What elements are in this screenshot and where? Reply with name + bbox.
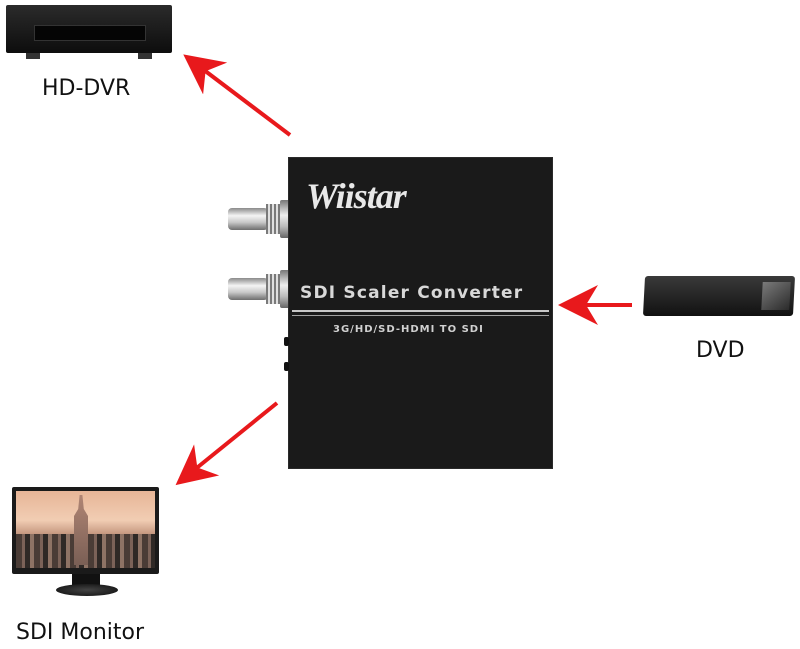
dvr-display-panel bbox=[34, 25, 146, 41]
hd-dvr-label: HD-DVR bbox=[42, 76, 131, 101]
arrow-to-hd-dvr bbox=[183, 54, 292, 137]
monitor-tower-image bbox=[74, 495, 88, 565]
dvr-foot bbox=[26, 53, 40, 59]
sdi-monitor-device bbox=[12, 487, 159, 574]
side-button bbox=[284, 337, 289, 346]
arrow-to-sdi-monitor bbox=[175, 401, 279, 486]
divider-line bbox=[292, 315, 549, 316]
sdi-scaler-converter: Wiistar SDI Scaler Converter 3G/HD/SD-HD… bbox=[284, 157, 553, 469]
monitor-stand-neck bbox=[72, 574, 100, 586]
hd-dvr-device bbox=[6, 5, 172, 59]
device-title: SDI Scaler Converter bbox=[300, 283, 524, 303]
divider-line bbox=[292, 310, 549, 312]
dvd-label: DVD bbox=[696, 338, 745, 363]
device-subtitle: 3G/HD/SD-HDMI TO SDI bbox=[333, 324, 484, 335]
brand-logo: Wiistar bbox=[306, 176, 407, 216]
sdi-monitor-label: SDI Monitor bbox=[16, 620, 145, 645]
monitor-stand-base bbox=[56, 584, 118, 596]
dvr-foot bbox=[138, 53, 152, 59]
side-button bbox=[284, 362, 289, 371]
